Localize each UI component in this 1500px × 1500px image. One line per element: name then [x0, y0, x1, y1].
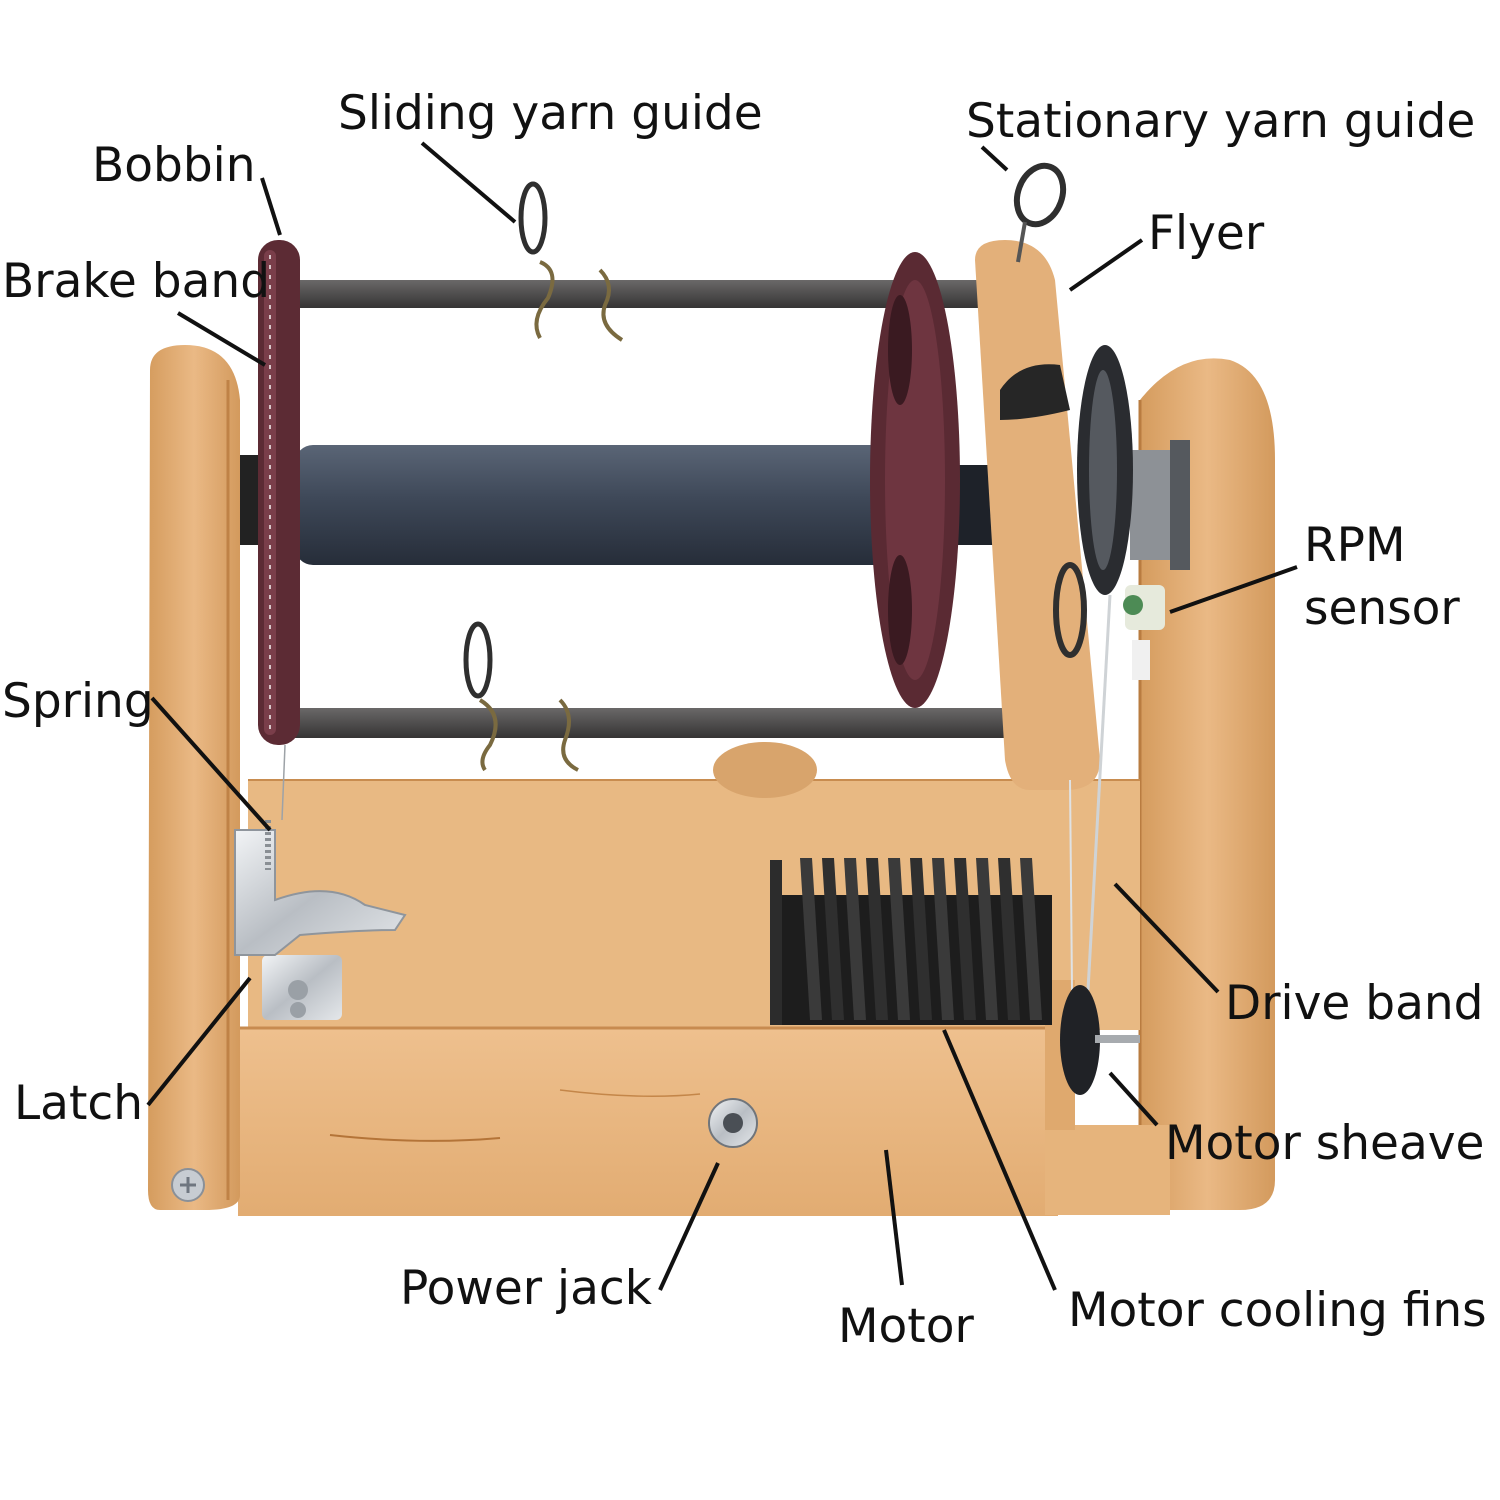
heatsink-fin — [998, 858, 1020, 1020]
heatsink-fin — [932, 858, 954, 1020]
leader-flyer — [1068, 238, 1144, 292]
leader-motor-sheave — [1108, 1071, 1159, 1127]
heatsink-fin — [1020, 858, 1042, 1020]
heatsink-fin — [844, 858, 866, 1020]
leader-drive-band — [1113, 882, 1220, 994]
bobbin-right-flange — [870, 252, 960, 708]
leader-latch — [146, 976, 252, 1107]
label-drive-band: Drive band — [1225, 976, 1484, 1031]
label-brake-band: Brake band — [2, 254, 271, 309]
rpm-sensor-body — [1123, 585, 1165, 680]
heatsink-fin — [954, 858, 976, 1020]
heatsink-fin — [910, 858, 932, 1020]
left-upright — [148, 345, 240, 1210]
flyer-whorl — [1077, 345, 1133, 595]
label-rpm-sensor-line2: sensor — [1304, 581, 1460, 636]
label-spring: Spring — [2, 674, 154, 729]
leader-lines — [146, 141, 1298, 1291]
heatsink-fin — [888, 858, 910, 1020]
leader-sliding-yarn-guide — [420, 141, 517, 224]
sliding-hooks-lower — [463, 621, 579, 772]
label-sliding-yarn-guide: Sliding yarn guide — [338, 86, 763, 141]
label-motor-cooling-fins: Motor cooling fins — [1068, 1283, 1487, 1338]
label-bobbin: Bobbin — [92, 138, 256, 193]
leader-bobbin — [260, 177, 282, 236]
leader-spring — [150, 696, 272, 832]
leader-power-jack — [658, 1162, 720, 1291]
back-peg — [713, 742, 817, 798]
heatsink-fin — [800, 858, 822, 1020]
label-motor: Motor — [838, 1299, 974, 1354]
heatsink-fin — [976, 858, 998, 1020]
bobbin-left-flange — [258, 240, 300, 745]
leader-stationary-yarn-guide — [980, 145, 1009, 172]
stationary-guide-ring — [1013, 162, 1087, 658]
label-rpm-sensor-line1: RPM — [1304, 518, 1406, 573]
sliding-hooks-upper — [518, 181, 624, 342]
leader-brake-band — [176, 311, 267, 367]
heatsink-fin — [822, 858, 844, 1020]
heatsink-fin — [866, 858, 888, 1020]
leader-motor-cooling-fins — [942, 1029, 1057, 1291]
label-motor-sheave: Motor sheave — [1165, 1116, 1485, 1171]
upper-guide-bar — [298, 280, 978, 308]
label-power-jack: Power jack — [400, 1261, 652, 1316]
label-stationary-yarn-guide: Stationary yarn guide — [966, 94, 1476, 149]
leader-rpm-sensor — [1169, 565, 1298, 614]
drive-band-line — [1069, 594, 1112, 991]
leader-motor — [884, 1149, 904, 1286]
lower-guide-bar — [285, 708, 1045, 738]
heatsink-fins — [800, 858, 1042, 1020]
label-latch: Latch — [14, 1076, 144, 1131]
label-flyer: Flyer — [1148, 206, 1265, 261]
motor-sheave-pulley — [1060, 985, 1140, 1095]
latch-assembly — [234, 744, 407, 1020]
power-jack-socket — [708, 1098, 758, 1148]
